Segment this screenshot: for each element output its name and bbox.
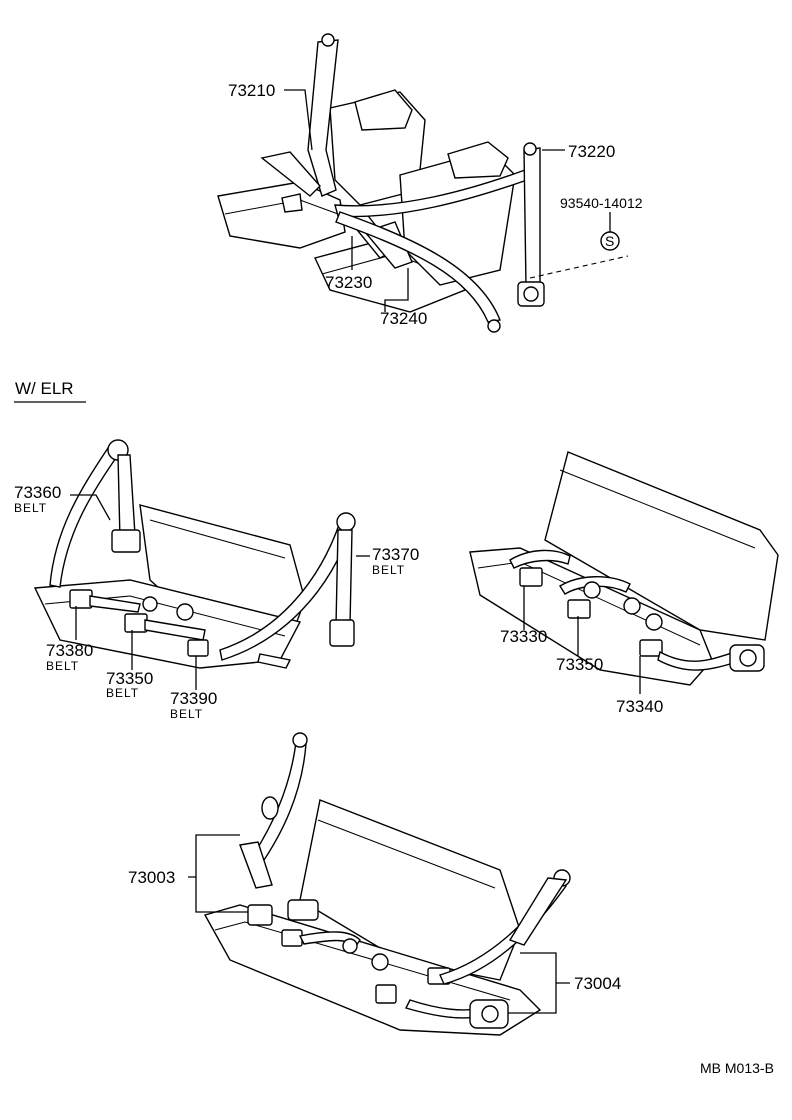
label-73390: 73390 [170, 689, 217, 708]
label-73240: 73240 [380, 309, 427, 328]
rear-bench-right-assembly [469, 451, 779, 686]
rear-bench-bottom-assembly [203, 732, 571, 1036]
label-73230: 73230 [325, 273, 372, 292]
label-73370-sub: BELT [372, 563, 405, 577]
label-93540-14012: 93540-14012 [560, 195, 643, 211]
label-73330: 73330 [500, 627, 547, 646]
label-73380: 73380 [46, 641, 93, 660]
label-73360-sub: BELT [14, 501, 47, 515]
label-73220: 73220 [568, 142, 615, 161]
label-73340: 73340 [616, 697, 663, 716]
s-mark-symbol [600, 231, 620, 251]
s-mark-label: S [605, 233, 614, 249]
rear-bench-elr-assembly [33, 439, 356, 669]
label-73390-sub: BELT [170, 707, 203, 721]
label-73350-left-sub: BELT [106, 686, 139, 700]
page-code: MB M013-B [700, 1060, 774, 1076]
label-73210: 73210 [228, 81, 275, 100]
label-73350-right: 73350 [556, 655, 603, 674]
label-73360: 73360 [14, 483, 61, 502]
section-title-w-elr: W/ ELR [15, 379, 74, 398]
label-73370: 73370 [372, 545, 419, 564]
front-seat-assembly [217, 33, 629, 333]
label-73350-left: 73350 [106, 669, 153, 688]
label-73004: 73004 [574, 974, 621, 993]
label-73380-sub: BELT [46, 659, 79, 673]
label-73003: 73003 [128, 868, 175, 887]
